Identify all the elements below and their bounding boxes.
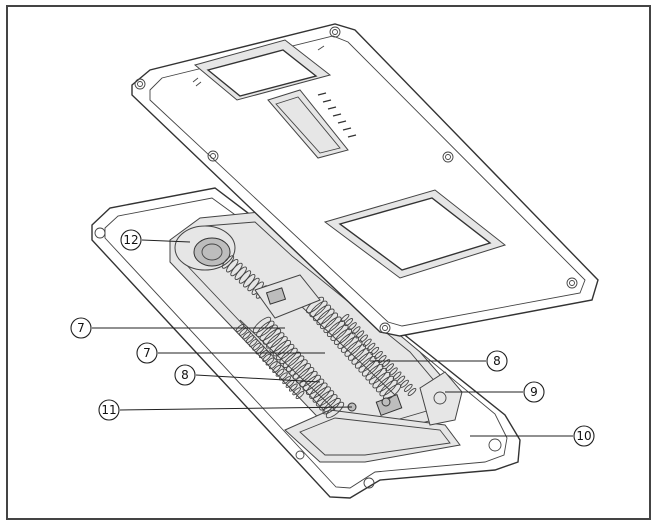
callout-8-left-label: 8 — [181, 368, 189, 382]
callout-7-center-label: 7 — [143, 346, 151, 360]
callout-8-right: 8 — [486, 350, 508, 372]
callout-7-center: 7 — [136, 342, 158, 364]
callout-11: 11 — [98, 399, 120, 421]
callout-10: 10 — [573, 425, 595, 447]
callout-10-label: 10 — [576, 429, 591, 443]
leader-lines — [92, 239, 573, 437]
cover-plate — [131, 23, 599, 337]
callout-8-right-label: 8 — [493, 354, 501, 368]
callout-12: 12 — [120, 229, 142, 251]
callout-11-label: 11 — [101, 403, 116, 417]
callout-8-left: 8 — [174, 364, 196, 386]
slot-scale-ticks — [317, 92, 357, 138]
callout-7-left-label: 7 — [77, 321, 85, 335]
callout-7-left: 7 — [70, 317, 92, 339]
callout-9: 9 — [523, 381, 545, 403]
callout-12-label: 12 — [123, 233, 138, 247]
spring-thin-right — [340, 313, 417, 397]
callout-9-label: 9 — [530, 385, 538, 399]
spring-assembly — [174, 225, 463, 426]
